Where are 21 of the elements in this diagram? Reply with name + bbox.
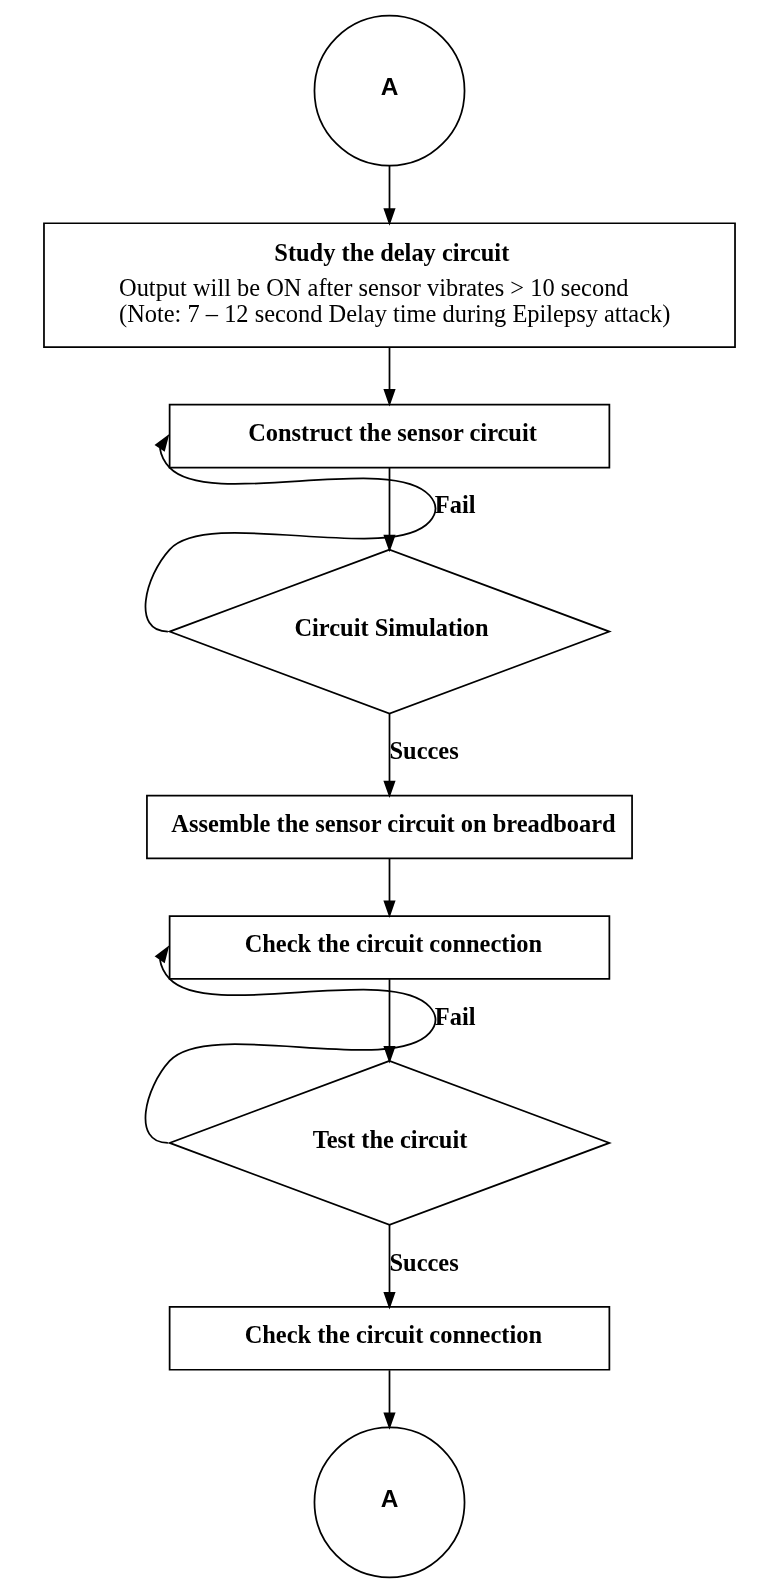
node-circle: A <box>313 14 466 167</box>
edge-label: Succes <box>389 1248 459 1276</box>
edge-label: Fail <box>434 1002 476 1030</box>
arrow <box>144 945 437 1144</box>
node-box: Assemble the sensor circuit on breadboard <box>146 794 633 860</box>
node-diamond: Circuit Simulation <box>167 548 612 715</box>
node-box: Check the circuit connection <box>168 1306 611 1371</box>
arrow <box>144 433 437 633</box>
arrow <box>383 1369 396 1430</box>
node-box: Study the delay circuit Output will be ON after sensor vibrates > 10 second (Note: 7 – 12 second Delay time during Epilepsy attack) <box>43 222 736 349</box>
arrow <box>383 164 396 226</box>
node-box: Construct the sensor circuit <box>168 403 611 469</box>
edge-label: Succes <box>389 737 459 765</box>
node-circle: A <box>313 1426 466 1579</box>
node-box: Check the circuit connection <box>168 915 611 980</box>
arrow <box>383 858 396 918</box>
arrow <box>383 346 396 407</box>
node-diamond: Test the circuit <box>167 1059 612 1226</box>
edge-label: Fail <box>434 491 476 519</box>
arrow <box>383 1224 396 1310</box>
arrow <box>383 712 396 799</box>
